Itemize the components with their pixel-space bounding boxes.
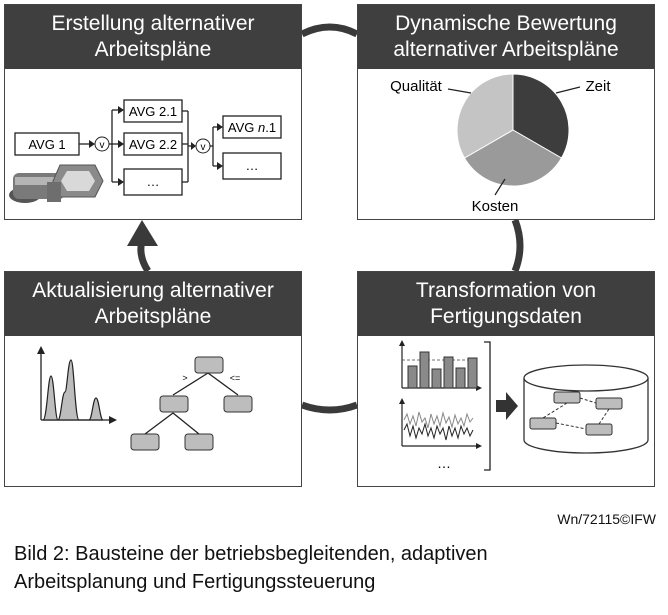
panel-title-line2: alternativer Arbeitspläne [393,38,619,61]
panel-title-line2: Fertigungsdaten [430,305,582,328]
workpiece-image [9,164,104,203]
pie-slice-cost [463,129,563,187]
more-data-ellipsis: … [437,455,451,471]
panel-header: Transformation von Fertigungsdaten [358,272,654,336]
panel-transform-production-data: Transformation von Fertigungsdaten … [357,271,655,487]
pie-slice-time [512,73,570,159]
node-avg2x-label: … [147,174,160,189]
database-icon [523,364,649,454]
node-avg1-label: AVG 1 [28,137,65,152]
node-avgnx [222,152,282,180]
cycle-arc-bottom [300,401,359,414]
label-quality: Qualität [390,78,443,95]
panel-dynamic-evaluation: Dynamische Bewertung alternativer Arbeit… [357,4,655,220]
figure-caption: Bild 2: Bausteine der betriebsbegleitend… [14,540,488,596]
panel-update-alternative-plans: Aktualisierung alternativer Arbeitspläne… [4,271,302,487]
label-time: Zeit [585,78,611,95]
update-illustration: > <= [37,346,253,451]
node-avgn1-label: AVG n.1 [228,120,276,135]
distribution-plot [37,346,117,424]
tree-node-left [159,395,189,413]
evaluation-pie: Qualität Zeit Kosten [390,73,611,215]
pie-slice-quality [456,73,514,159]
mini-signal-chart [399,398,482,449]
cycle-arrowhead [127,220,158,246]
panel-title-line1: Erstellung alternativer [51,12,255,35]
plan-graph: AVG 1 v AVG 2.1 AVG 2.2 … v AVG n.1 … [9,99,282,203]
panel-header: Dynamische Bewertung alternativer Arbeit… [358,5,654,69]
panel-title-line1: Transformation von [415,279,597,302]
panel-header: Aktualisierung alternativer Arbeitspläne [5,272,301,336]
transformation-illustration: … [399,340,649,471]
cycle-arc-top [300,23,359,38]
tree-node-left-right [184,433,214,451]
or-node-1-label: v [100,140,105,151]
panel-title-line1: Aktualisierung alternativer [32,279,274,302]
tree-node-root [194,356,224,374]
decision-tree: > <= [130,356,253,451]
caption-line1: Bild 2: Bausteine der betriebsbegleitend… [14,543,488,565]
figure-reference: Wn/72115©IFW [557,511,656,527]
panel-title-line2: Arbeitspläne [94,38,212,61]
transform-arrow [496,392,518,420]
node-avg22-label: AVG 2.2 [129,137,177,152]
panel-header: Erstellung alternativer Arbeitspläne [5,5,301,69]
or-node-2-label: v [201,142,206,153]
node-avgn1 [222,115,282,139]
cycle-arc-right [511,218,524,273]
node-avgnx-label: … [246,158,259,173]
tree-label-le: <= [230,373,241,383]
tree-node-right [223,395,253,413]
panel-create-alternative-plans: Erstellung alternativer Arbeitspläne AVG… [4,4,302,220]
panel-title-line2: Arbeitspläne [94,305,212,328]
tree-label-gt: > [182,373,187,383]
mini-bar-chart [399,340,482,391]
node-avg2x [123,168,183,196]
node-avg21-label: AVG 2.1 [129,104,177,119]
distribution-curve [42,359,104,421]
data-bracket [484,341,491,471]
tree-node-left-left [130,433,160,451]
label-cost: Kosten [472,198,519,215]
caption-line2: Arbeitsplanung und Fertigungssteuerung [14,571,376,593]
panel-title-line1: Dynamische Bewertung [395,12,617,35]
